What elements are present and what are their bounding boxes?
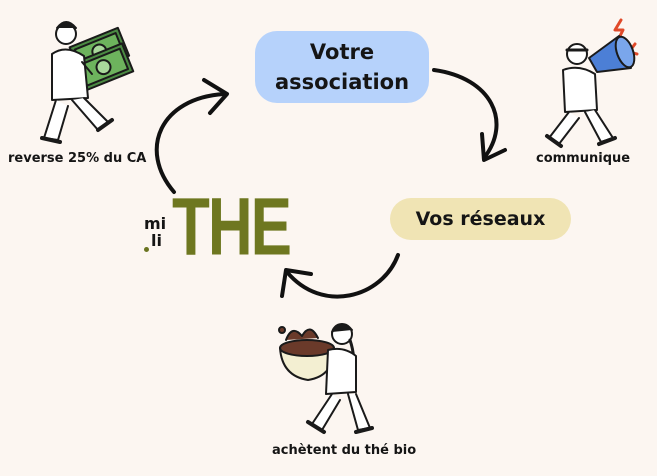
megaphone-person-icon	[545, 18, 639, 148]
association-label-line2: association	[274, 70, 410, 94]
caption-communique: communique	[536, 151, 631, 166]
association-node: Votre association	[255, 31, 429, 103]
arrow-logo-to-association	[154, 92, 226, 194]
logo-dot	[144, 247, 149, 252]
caption-reverse: reverse 25% du CA	[8, 151, 147, 166]
arrow-reseaux-to-logo	[285, 253, 400, 299]
arrow-association-to-reseaux	[432, 68, 499, 160]
caption-achetent: achètent du thé bio	[272, 443, 417, 458]
logo-li: li	[151, 231, 162, 250]
tea-cup-person-icon	[278, 323, 374, 434]
reseaux-label: Vos réseaux	[415, 208, 546, 230]
association-label-line1: Votre	[309, 40, 375, 64]
logo-the: THE	[172, 181, 292, 273]
reseaux-node: Vos réseaux	[390, 198, 571, 240]
brand-logo: mi li THE	[140, 178, 292, 268]
money-person-icon	[40, 21, 135, 144]
logo-mi: mi	[144, 214, 167, 233]
